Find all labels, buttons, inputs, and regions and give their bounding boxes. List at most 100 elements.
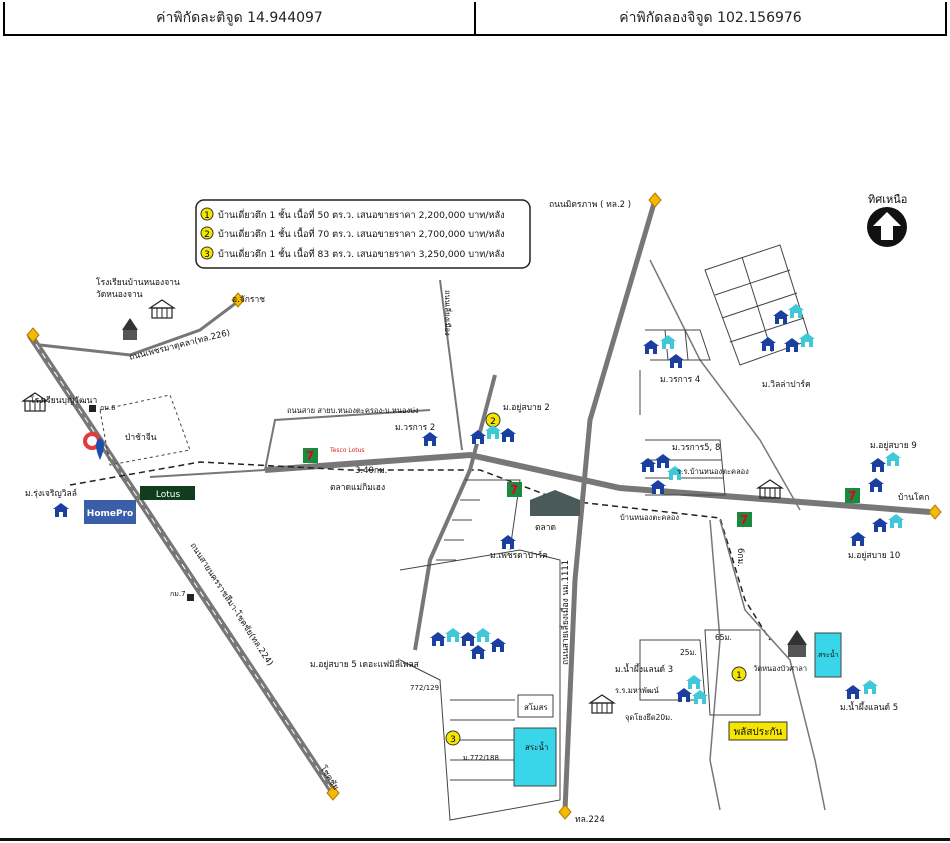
- legend-num-3: 3: [204, 250, 210, 260]
- market-building: [530, 490, 580, 516]
- label-muban-worakarn58: ม.วรการ5, 8: [672, 443, 720, 453]
- label-muban-numpheung5: ม.น้ำผึ้งแลนด์ 5: [840, 701, 898, 713]
- house-icon: [490, 638, 506, 652]
- label-pool-1: สระน้ำ: [525, 741, 548, 752]
- road-main-eastwest: [149, 451, 931, 515]
- road-side-north: [439, 279, 463, 451]
- school-building-icon: [149, 299, 175, 319]
- house-icon: [799, 333, 815, 347]
- gas-station-icon: [83, 432, 104, 460]
- arrow-mitraphap-icon: [648, 192, 662, 208]
- seven-eleven-icon: 7: [507, 482, 522, 497]
- label-muban-numpheung3: ม.น้ำผึ้งแลนด์ 3: [615, 663, 673, 675]
- road-east-2: [719, 519, 826, 811]
- road-nakhonratchasima-chokchai: [27, 333, 338, 797]
- school-building-icon: [757, 479, 783, 499]
- house-icon: [773, 310, 789, 324]
- label-pool-2: สระน้ำ: [818, 648, 839, 659]
- label-km-340: 3.40กม.: [355, 466, 387, 476]
- property-marker-1-num: 1: [736, 671, 742, 681]
- latitude-cell: ค่าพิกัดละติจูด 14.944097: [156, 10, 323, 26]
- property-marker-2-num: 2: [490, 417, 496, 427]
- house-icon: [470, 645, 486, 659]
- longitude-cell: ค่าพิกัดลองจิจูด 102.156976: [474, 2, 945, 34]
- label-school-2: โรงเรียนบุญวัฒนา: [30, 395, 97, 406]
- label-distance-25: 25ม.: [680, 648, 697, 657]
- label-temple-1: วัดหนองจาน: [96, 290, 143, 300]
- legend-item-1: บ้านเดี่ยวตึก 1 ชั้น เนื้อที่ 50 ตร.ว. เ…: [218, 207, 505, 221]
- grid-petch: [436, 499, 480, 561]
- house-icon: [422, 432, 438, 446]
- label-road-mitraphap: ถนนมิตรภาพ ( ทล.2 ): [549, 200, 631, 210]
- label-school-4: ร.ร.มหาพัฒน์: [615, 686, 659, 695]
- label-to-224: ทล.224: [575, 815, 605, 825]
- label-num-772: 772/129: [410, 684, 439, 692]
- house-icon: [692, 690, 708, 704]
- label-school-1: โรงเรียนบ้านหนองจาน: [96, 277, 180, 288]
- house-icon: [470, 430, 486, 444]
- house-icon: [430, 632, 446, 646]
- forest-area: [99, 394, 191, 466]
- road-petch: [413, 374, 497, 651]
- label-road-224: ถนนสายนครราชสีมา-โชคชัย(ทล.224): [187, 541, 275, 668]
- pool-1: [513, 727, 557, 787]
- svg-text:7: 7: [848, 489, 856, 503]
- label-muban-petch: ม.เพชรดาปาร์ค: [490, 550, 548, 561]
- house-icon: [643, 340, 659, 354]
- house-icon: [500, 535, 516, 549]
- coordinate-header: ค่าพิกัดละติจูด 14.944097 ค่าพิกัดลองจิจ…: [3, 2, 947, 36]
- label-temple-2: วัดหนองบัวศาลา: [753, 664, 807, 673]
- house-icon: [784, 338, 800, 352]
- house-icon: [485, 425, 501, 439]
- school-building-icon: [589, 694, 615, 714]
- svg-text:Lotus: Lotus: [156, 490, 181, 500]
- house-icon: [888, 514, 904, 528]
- house-icon: [445, 628, 461, 642]
- label-km7: กม.7: [170, 590, 186, 598]
- road-east-1: [649, 259, 801, 511]
- label-to-bankhok: บ้านโคก: [898, 492, 929, 503]
- label-km-6: 6กม.: [735, 548, 745, 567]
- house-icon: [845, 685, 861, 699]
- label-muban-worakarn2: ม.วรการ 2: [395, 423, 435, 433]
- label-market-1: ตลาดแม่กิมเฮง: [330, 483, 385, 493]
- seven-eleven-icon: 7: [737, 512, 752, 527]
- pool-2: [814, 632, 842, 678]
- svg-text:7: 7: [306, 449, 314, 463]
- svg-text:7: 7: [510, 483, 518, 497]
- temple-icon: [122, 318, 138, 340]
- house-icon: [668, 354, 684, 368]
- house-icon: [760, 337, 776, 351]
- legend-item-3: บ้านเดี่ยวตึก 1 ชั้น เนื้อที่ 83 ตร.ว. เ…: [218, 246, 505, 260]
- property-label: พลัสประกัน: [728, 721, 788, 741]
- house-icon: [788, 304, 804, 318]
- label-distance-65: 65ม.: [715, 633, 732, 642]
- label-road-side: ถนนสาย สายบ.หนองตะครอง-บ.หนองบ่ง: [287, 406, 419, 415]
- km-marker-icon: [187, 594, 194, 601]
- label-muban-yusabai5: ม.อยู่สบาย 5 เดอะแฟมิลี่เพลส: [310, 658, 420, 670]
- arrow-224-icon: [558, 804, 572, 820]
- arrow-bankhok-icon: [928, 504, 942, 520]
- house-icon: [660, 335, 676, 349]
- seven-eleven-icon: 7: [845, 488, 860, 503]
- label-muban-rungcharoen: ม.รุ่งเจริญวิลล์: [25, 488, 77, 499]
- label-club: สโมสร: [524, 702, 548, 712]
- svg-text:7: 7: [740, 513, 748, 527]
- north-label: ทิศเหนือ: [868, 193, 907, 206]
- label-market-2: ตลาด: [535, 523, 556, 533]
- bottom-rule: [0, 838, 950, 841]
- label-to-chakkarat: อ.จักราช: [232, 295, 265, 305]
- north-arrow-icon: [867, 207, 907, 247]
- label-muban-yusabai10: ม.อยู่สบาย 10: [848, 551, 900, 561]
- homepro-logo: HomePro: [84, 500, 136, 524]
- house-icon: [885, 452, 901, 466]
- house-icon: [862, 680, 878, 694]
- house-icon: [650, 480, 666, 494]
- tesco-logo: Tesco Lotus: [329, 447, 365, 454]
- label-muban-worakarn4: ม.วรการ 4: [660, 375, 700, 385]
- grid-yusabai5: [399, 479, 561, 821]
- house-icon: [870, 458, 886, 472]
- label-num-772b: ม.772/188: [463, 754, 499, 762]
- label-distance-20: จุดโยงยึด20ม.: [625, 713, 673, 722]
